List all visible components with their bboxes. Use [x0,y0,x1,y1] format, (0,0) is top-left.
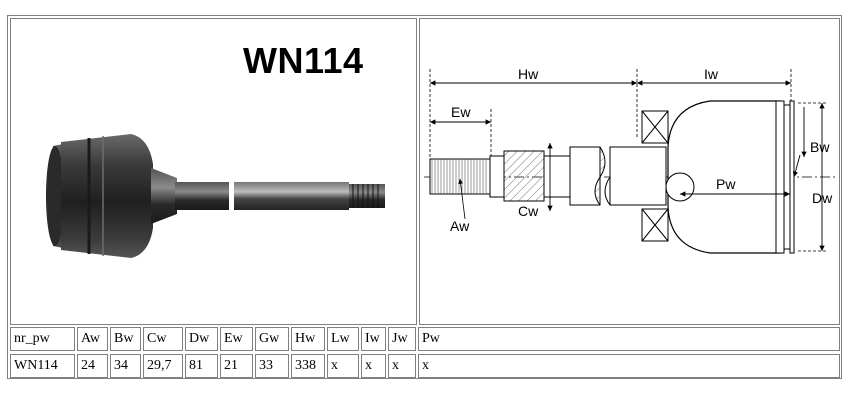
value-gw: 33 [255,354,289,378]
header-gw: Gw [255,327,289,351]
technical-drawing: Hw Iw Ew Cw Aw [424,66,836,254]
value-cw: 29,7 [143,354,183,378]
label-iw: Iw [704,66,719,82]
value-bw: 34 [110,354,141,378]
part-number-title: WN114 [243,40,364,81]
value-lw: x [327,354,359,378]
value-nr-pw: WN114 [10,354,75,378]
value-aw: 24 [77,354,108,378]
header-iw: Iw [361,327,386,351]
value-jw: x [388,354,416,378]
value-ew: 21 [220,354,253,378]
value-hw: 338 [291,354,325,378]
header-bw: Bw [110,327,141,351]
header-cw: Cw [143,327,183,351]
label-pw: Pw [716,176,736,192]
value-iw: x [361,354,386,378]
header-lw: Lw [327,327,359,351]
label-cw: Cw [518,203,539,219]
cv-joint-photo [46,134,385,258]
drawing-panel: Hw Iw Ew Cw Aw [419,18,840,325]
value-dw: 81 [185,354,218,378]
header-aw: Aw [77,327,108,351]
label-ew: Ew [451,104,471,120]
value-pw: x [418,354,840,378]
header-jw: Jw [388,327,416,351]
header-nr-pw: nr_pw [10,327,75,351]
label-bw: Bw [810,139,830,155]
header-hw: Hw [291,327,325,351]
header-ew: Ew [220,327,253,351]
header-dw: Dw [185,327,218,351]
label-dw: Dw [812,190,833,206]
header-pw: Pw [418,327,840,351]
label-aw: Aw [450,218,470,234]
spec-table: nr_pw Aw Bw Cw Dw Ew Gw Hw Lw Iw Jw Pw W… [10,327,840,379]
label-hw: Hw [518,66,539,82]
photo-panel: WN114 [10,18,417,325]
product-frame [7,15,842,379]
